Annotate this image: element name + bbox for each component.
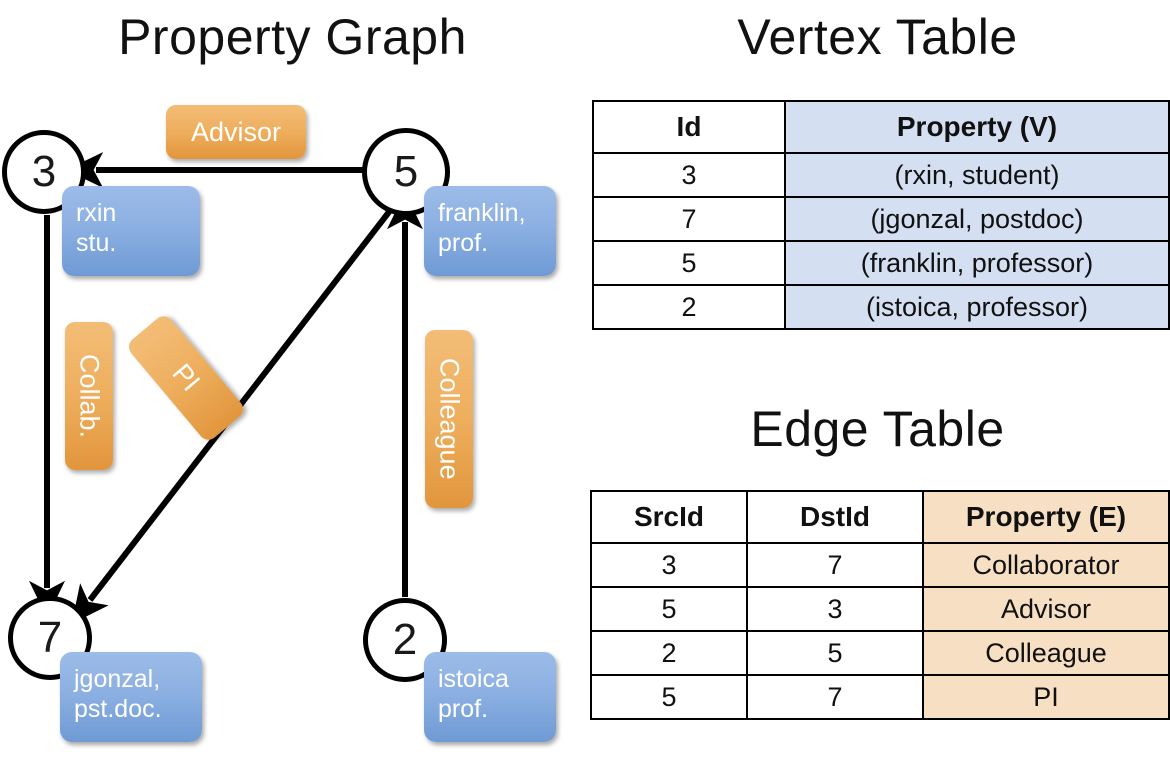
edge-dstid-cell: 5 [746, 630, 924, 676]
table-row[interactable]: 7 (jgonzal, postdoc) [592, 196, 1170, 242]
table-row[interactable]: 5 (franklin, professor) [592, 240, 1170, 286]
edge-label-colleague: Colleague [425, 330, 473, 508]
vertex-table: Id Property (V) 3 (rxin, student) 7 (jgo… [592, 100, 1170, 330]
edge-srcid-cell: 5 [590, 586, 748, 632]
edge-label-collab: Collab. [65, 322, 113, 470]
edge-srcid-cell: 2 [590, 630, 748, 676]
page-title-property-graph: Property Graph [118, 9, 467, 65]
edge-table: SrcId DstId Property (E) 3 7 Collaborato… [590, 490, 1170, 720]
edge-dstid-cell: 7 [746, 674, 924, 720]
graph-node-2[interactable]: 2 [363, 598, 447, 682]
graph-node-2-label: 2 [392, 615, 418, 664]
vertex-property-cell: (istoica, professor) [784, 284, 1170, 330]
edge-dstid-cell: 3 [746, 586, 924, 632]
edge-srcid-cell: 5 [590, 674, 748, 720]
node-property-box-rxin: rxin stu. [62, 186, 200, 276]
table-row[interactable]: 5 7 PI [590, 674, 1170, 720]
edge-property-cell: Collaborator [922, 542, 1170, 588]
edge-property-cell: Advisor [922, 586, 1170, 632]
vertex-id-cell: 2 [592, 284, 786, 330]
vertex-id-cell: 5 [592, 240, 786, 286]
vertex-property-cell: (franklin, professor) [784, 240, 1170, 286]
vertex-id-cell: 3 [592, 152, 786, 198]
edge-label-advisor: Advisor [166, 105, 306, 159]
vertex-table-header-id: Id [592, 100, 786, 154]
page-title-vertex-table: Vertex Table [737, 9, 1018, 65]
page-title-edge-table: Edge Table [750, 401, 1005, 457]
node-property-box-istoica: istoica prof. [424, 652, 556, 742]
edge-dstid-cell: 7 [746, 542, 924, 588]
edge-table-header-property: Property (E) [922, 490, 1170, 544]
vertex-table-header-property: Property (V) [784, 100, 1170, 154]
graph-node-7-label: 7 [37, 613, 63, 662]
edge-table-header-row: SrcId DstId Property (E) [590, 490, 1170, 544]
node-property-box-jgonzal: jgonzal, pst.doc. [60, 652, 202, 742]
table-row[interactable]: 3 7 Collaborator [590, 542, 1170, 588]
edge-property-cell: PI [922, 674, 1170, 720]
edge-property-cell: Colleague [922, 630, 1170, 676]
edge-srcid-cell: 3 [590, 542, 748, 588]
edge-table-header-srcid: SrcId [590, 490, 748, 544]
vertex-property-cell: (jgonzal, postdoc) [784, 196, 1170, 242]
table-row[interactable]: 2 5 Colleague [590, 630, 1170, 676]
vertex-id-cell: 7 [592, 196, 786, 242]
graph-node-5-label: 5 [393, 147, 419, 196]
vertex-table-header-row: Id Property (V) [592, 100, 1170, 154]
table-row[interactable]: 2 (istoica, professor) [592, 284, 1170, 330]
property-graph-diagram: 3 5 7 2 rxin stu. franklin, prof. jgonza… [2, 105, 556, 742]
table-row[interactable]: 3 (rxin, student) [592, 152, 1170, 198]
node-property-box-franklin: franklin, prof. [424, 186, 556, 276]
graph-node-3-label: 3 [31, 147, 57, 196]
edge-table-header-dstid: DstId [746, 490, 924, 544]
table-row[interactable]: 5 3 Advisor [590, 586, 1170, 632]
vertex-property-cell: (rxin, student) [784, 152, 1170, 198]
